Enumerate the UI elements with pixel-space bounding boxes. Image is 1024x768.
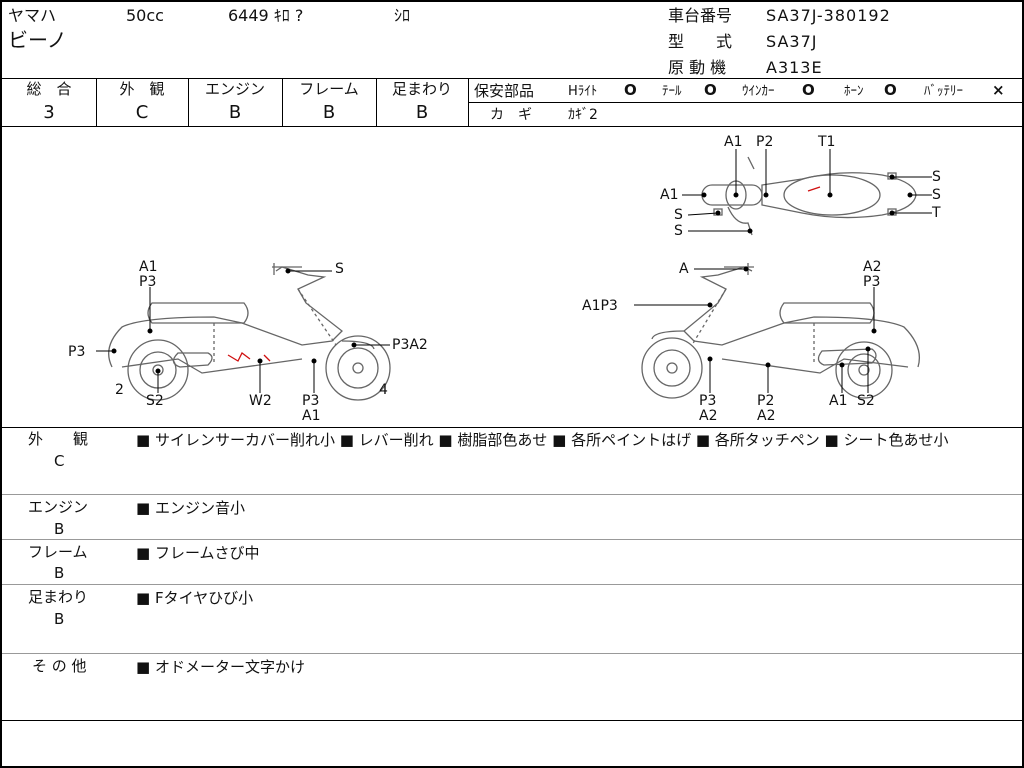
note-suspension-text: ■ Fタイヤひび小 bbox=[136, 589, 254, 607]
rule bbox=[2, 720, 1022, 721]
battery-mark: × bbox=[992, 81, 1005, 99]
engine-no: A313E bbox=[766, 58, 823, 77]
left-label-p3-front: P3 bbox=[68, 344, 86, 360]
frame-no-label: 車台番号 bbox=[668, 6, 733, 25]
right-label-p2: P2 bbox=[757, 393, 775, 409]
rule bbox=[96, 78, 97, 126]
note-exterior-text: ■ サイレンサーカバー削れ小 ■ レバー削れ ■ 樹脂部色あせ ■ 各所ペイント… bbox=[136, 431, 949, 449]
left-label-p3-bottom: P3 bbox=[302, 393, 320, 409]
rule bbox=[2, 78, 1022, 79]
engine-grade: B bbox=[228, 102, 242, 123]
right-label-p3: P3 bbox=[863, 274, 881, 290]
overall-label: 総 合 bbox=[26, 80, 72, 98]
left-label-a1: A1 bbox=[139, 259, 158, 275]
left-label-2: 2 bbox=[115, 382, 124, 398]
rule bbox=[468, 78, 469, 126]
rule bbox=[2, 427, 1022, 428]
top-label-s-rear1: S bbox=[932, 169, 941, 185]
rule bbox=[2, 584, 1022, 585]
tail-label: ﾃｰﾙ bbox=[662, 84, 682, 99]
left-label-s2: S2 bbox=[146, 393, 164, 409]
exterior-label: 外 観 bbox=[119, 80, 165, 98]
note-exterior-label: 外 観 bbox=[28, 430, 89, 448]
suspension-grade: B bbox=[415, 102, 429, 123]
rule bbox=[2, 126, 1022, 127]
note-engine-text: ■ エンジン音小 bbox=[136, 499, 245, 517]
maker: ヤマハ bbox=[8, 6, 57, 25]
top-label-t1: T1 bbox=[818, 134, 836, 150]
damage-diagram bbox=[96, 149, 932, 401]
top-label-s-mirror: S bbox=[674, 207, 683, 223]
rule bbox=[2, 653, 1022, 654]
right-label-a1: A1 bbox=[829, 393, 848, 409]
left-label-s: S bbox=[335, 261, 344, 277]
winker-mark: O bbox=[802, 81, 815, 99]
rule bbox=[468, 102, 1022, 103]
top-label-a1-front: A1 bbox=[660, 187, 679, 203]
top-label-s-lever: S bbox=[674, 223, 683, 239]
top-label-t: T bbox=[932, 205, 941, 221]
left-label-a1-bottom: A1 bbox=[302, 408, 321, 424]
right-label-a1p3: A1P3 bbox=[582, 298, 618, 314]
top-label-a1: A1 bbox=[724, 134, 743, 150]
horn-label: ﾎｰﾝ bbox=[844, 84, 864, 99]
note-exterior-grade: C bbox=[54, 452, 65, 470]
right-label-a2-mid: A2 bbox=[757, 408, 776, 424]
note-other-label: そ の 他 bbox=[32, 657, 87, 675]
exterior-grade: C bbox=[135, 102, 149, 123]
frame-label: フレーム bbox=[299, 80, 359, 98]
right-label-s2: S2 bbox=[857, 393, 875, 409]
note-frame-grade: B bbox=[54, 564, 65, 582]
engine-no-label: 原 動 機 bbox=[668, 58, 727, 77]
right-label-a2: A2 bbox=[863, 259, 882, 275]
key-value: ｶｷﾞ2 bbox=[568, 107, 598, 123]
engine-label: エンジン bbox=[204, 80, 265, 98]
rule bbox=[2, 494, 1022, 495]
note-frame-label: フレーム bbox=[28, 543, 88, 561]
left-label-4: 4 bbox=[379, 382, 388, 398]
note-suspension-grade: B bbox=[54, 610, 65, 628]
top-label-s-rear2: S bbox=[932, 187, 941, 203]
displacement: 50cc bbox=[126, 6, 164, 25]
safety-parts-label: 保安部品 bbox=[474, 82, 535, 100]
note-suspension-label: 足まわり bbox=[28, 588, 89, 606]
tail-mark: O bbox=[704, 81, 717, 99]
note-other-text: ■ オドメーター文字かけ bbox=[136, 658, 305, 676]
top-label-p2: P2 bbox=[756, 134, 774, 150]
right-label-a: A bbox=[679, 261, 689, 277]
note-frame-text: ■ フレームさび中 bbox=[136, 544, 260, 562]
key-label: カ ギ bbox=[490, 107, 532, 123]
scooter-right-view bbox=[641, 263, 921, 399]
frame-no: SA37J-380192 bbox=[766, 6, 891, 25]
type-value: SA37J bbox=[766, 32, 818, 51]
winker-label: ｳｲﾝｶｰ bbox=[742, 84, 775, 99]
left-label-p3a2: P3A2 bbox=[392, 337, 428, 353]
horn-mark: O bbox=[884, 81, 897, 99]
overall-grade: 3 bbox=[43, 102, 55, 123]
note-engine-label: エンジン bbox=[28, 498, 89, 516]
rule bbox=[188, 78, 189, 126]
note-engine-grade: B bbox=[54, 520, 65, 538]
battery-label: ﾊﾞｯﾃﾘｰ bbox=[924, 84, 963, 99]
rule bbox=[376, 78, 377, 126]
frame-grade: B bbox=[322, 102, 336, 123]
right-label-a2-bottom: A2 bbox=[699, 408, 718, 424]
body-color: ｼﾛ bbox=[394, 6, 411, 25]
model-name: ビーノ bbox=[8, 28, 67, 52]
rule bbox=[2, 539, 1022, 540]
left-label-p3: P3 bbox=[139, 274, 157, 290]
scooter-left-view bbox=[108, 263, 391, 401]
left-label-w2: W2 bbox=[249, 393, 272, 409]
type-label: 型 式 bbox=[668, 32, 733, 51]
suspension-label: 足まわり bbox=[391, 80, 452, 98]
rule bbox=[282, 78, 283, 126]
right-label-p3-bottom: P3 bbox=[699, 393, 717, 409]
mileage: 6449 ｷﾛ ? bbox=[228, 6, 304, 25]
headlight-label: Hﾗｲﾄ bbox=[568, 84, 598, 99]
headlight-mark: O bbox=[624, 81, 637, 99]
